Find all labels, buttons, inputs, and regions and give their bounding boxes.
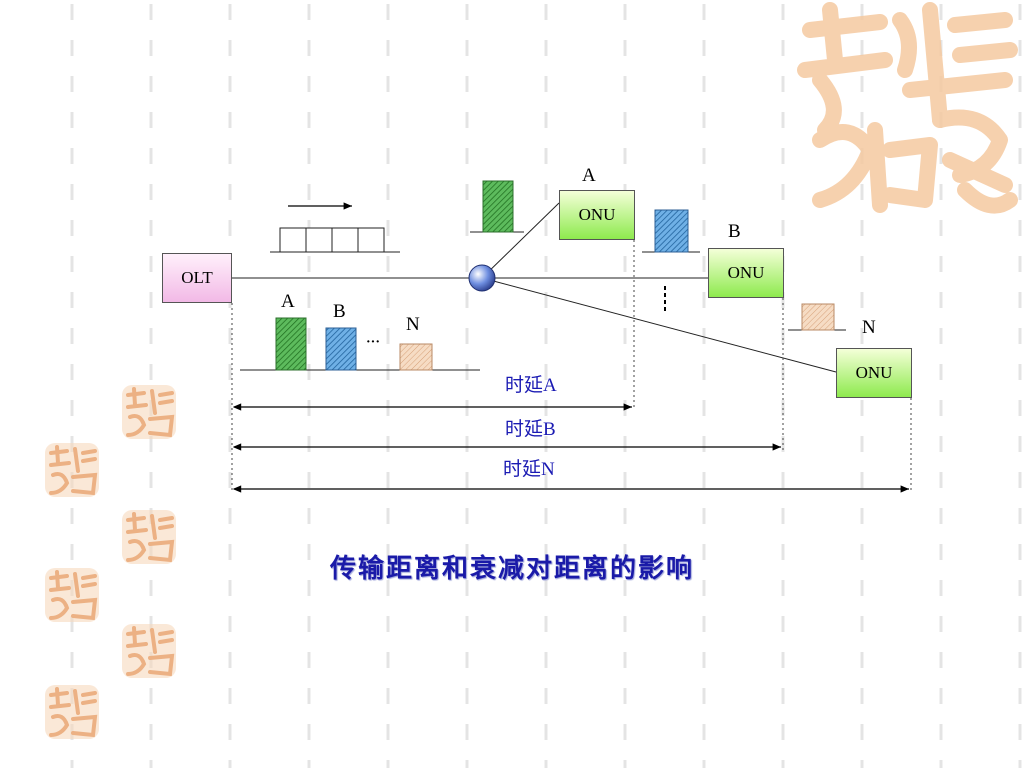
logo-small-4 [45, 568, 99, 622]
logo-small-5 [122, 624, 176, 678]
onu-n-box: ONU [836, 348, 912, 398]
packet-a [275, 317, 307, 371]
frame-slot [305, 227, 333, 253]
onu-a-packet [482, 180, 514, 233]
splitter-icon [468, 264, 496, 292]
logo-small-1 [122, 385, 176, 439]
packet-n-label: N [406, 314, 420, 335]
ellipsis: ··· [366, 335, 381, 350]
onu-b-packet [654, 209, 689, 253]
onu-b-box: ONU [708, 248, 784, 298]
onu-n-packet [801, 303, 835, 331]
logo-small-2 [45, 443, 99, 497]
onu-b-label: ONU [727, 263, 765, 282]
olt-box: OLT [162, 253, 232, 303]
packet-b [325, 327, 357, 371]
packet-a-label: A [281, 291, 295, 312]
olt-label: OLT [181, 268, 213, 287]
logo-small-3 [122, 510, 176, 564]
onu-a-box: ONU [559, 190, 635, 240]
onu-n-label: ONU [855, 363, 893, 382]
frame-slot [331, 227, 359, 253]
branch-line-a [481, 202, 560, 279]
packet-b-label: B [333, 301, 346, 322]
tag-a-top: A [582, 165, 596, 186]
slide-caption: 传输距离和衰减对距离的影响 [329, 554, 694, 584]
logo-small-6 [45, 685, 99, 739]
packet-n [399, 343, 433, 371]
frame-slot [357, 227, 385, 253]
tag-n-top: N [862, 317, 876, 338]
delay-n-label: 时延N [503, 459, 555, 480]
logo-large [797, 2, 1018, 214]
onu-a-label: ONU [578, 205, 616, 224]
delay-a-label: 时延A [505, 375, 557, 396]
delay-b-label: 时延B [505, 419, 556, 440]
frame-slot [279, 227, 307, 253]
branch-line-n [481, 277, 837, 373]
tag-b-top: B [728, 221, 741, 242]
